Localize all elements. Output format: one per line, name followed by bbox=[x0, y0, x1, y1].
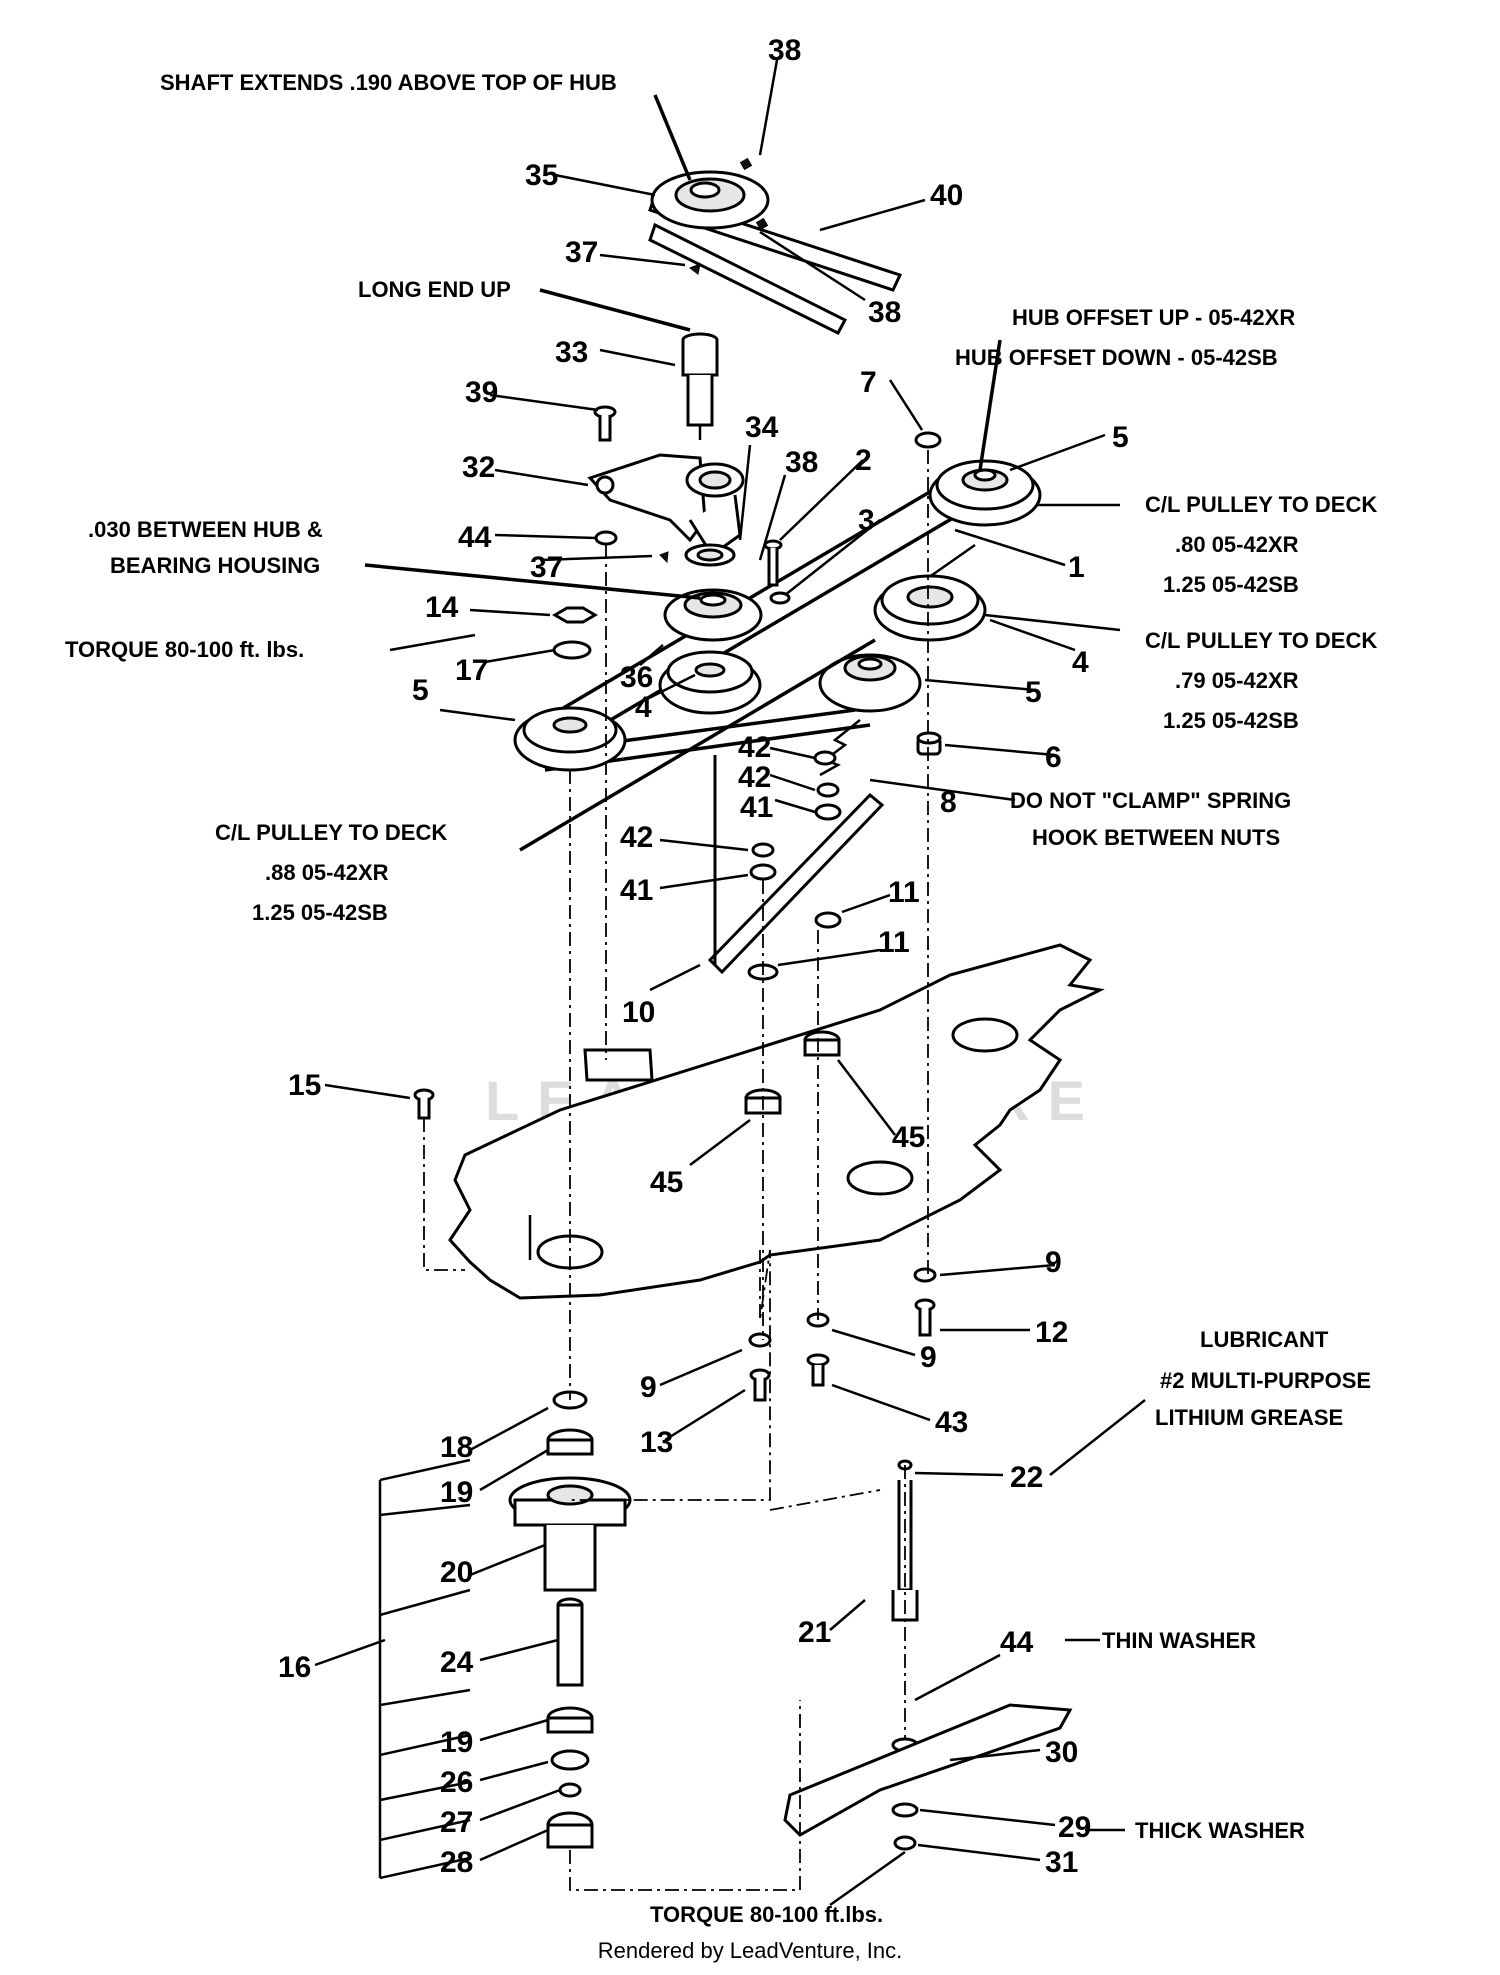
part-number-5: 5 bbox=[1025, 676, 1042, 709]
part-number-11: 11 bbox=[888, 876, 920, 909]
part-number-28: 28 bbox=[440, 1846, 473, 1879]
part-number-10: 10 bbox=[622, 996, 655, 1029]
note-cl-pulley-left-sb: 1.25 05-42SB bbox=[252, 900, 388, 925]
part-number-27: 27 bbox=[440, 1806, 473, 1839]
part-number-26: 26 bbox=[440, 1766, 473, 1799]
bolt-39-drawing bbox=[593, 405, 617, 442]
part-number-45: 45 bbox=[892, 1121, 925, 1154]
note-cl-pulley-left-xr: .88 05-42XR bbox=[265, 860, 389, 885]
note-cl-pulley-4-title: C/L PULLEY TO DECK bbox=[1145, 628, 1377, 653]
part-number-24: 24 bbox=[440, 1646, 474, 1679]
part-number-39: 39 bbox=[465, 376, 498, 409]
part-number-42: 42 bbox=[738, 761, 771, 794]
part-number-7: 7 bbox=[860, 366, 877, 399]
part-number-6: 6 bbox=[1045, 741, 1062, 774]
note-spring-1: DO NOT "CLAMP" SPRING bbox=[1010, 788, 1291, 813]
part-number-30: 30 bbox=[1045, 1736, 1078, 1769]
part-number-8: 8 bbox=[940, 786, 957, 819]
part-number-31: 31 bbox=[1045, 1846, 1078, 1879]
part-number-3: 3 bbox=[858, 504, 875, 537]
part-number-4: 4 bbox=[635, 691, 652, 724]
drive-arm-drawing bbox=[648, 157, 903, 335]
part-numbers: 38 35 40 37 38 33 39 7 5 32 34 38 2 3 44… bbox=[278, 34, 1129, 1879]
part-number-38: 38 bbox=[868, 296, 901, 329]
leader-lines bbox=[314, 59, 1146, 1907]
note-cl-pulley-5-sb: 1.25 05-42SB bbox=[1163, 572, 1299, 597]
pulleys-drawing bbox=[513, 431, 1042, 772]
part-number-4: 4 bbox=[1072, 646, 1089, 679]
part-number-37: 37 bbox=[565, 236, 598, 269]
note-cl-pulley-5-xr: .80 05-42XR bbox=[1175, 532, 1299, 557]
part-number-44: 44 bbox=[1000, 1626, 1034, 1659]
part-number-17: 17 bbox=[455, 654, 488, 687]
part-number-38: 38 bbox=[785, 446, 818, 479]
part-number-13: 13 bbox=[640, 1426, 673, 1459]
note-spring-2: HOOK BETWEEN NUTS bbox=[1032, 825, 1280, 850]
part-number-5: 5 bbox=[1112, 421, 1129, 454]
part-number-35: 35 bbox=[525, 159, 558, 192]
part-number-9: 9 bbox=[920, 1341, 937, 1374]
belts-drawing bbox=[539, 478, 1121, 772]
note-hub-offset-up: HUB OFFSET UP - 05-42XR bbox=[1012, 305, 1295, 330]
part-number-14: 14 bbox=[425, 591, 459, 624]
note-cl-pulley-left-title: C/L PULLEY TO DECK bbox=[215, 820, 447, 845]
part-number-22: 22 bbox=[1010, 1461, 1043, 1494]
bracket-drawing bbox=[587, 453, 745, 558]
note-shaft-extends: SHAFT EXTENDS .190 ABOVE TOP OF HUB bbox=[160, 70, 617, 95]
part-number-45: 45 bbox=[650, 1166, 683, 1199]
part-number-18: 18 bbox=[440, 1431, 473, 1464]
callout-notes: SHAFT EXTENDS .190 ABOVE TOP OF HUB LONG… bbox=[65, 70, 1377, 1927]
note-torque-top: TORQUE 80-100 ft. lbs. bbox=[65, 637, 304, 662]
part-number-16: 16 bbox=[278, 1651, 311, 1684]
note-cl-pulley-4-xr: .79 05-42XR bbox=[1175, 668, 1299, 693]
part-number-33: 33 bbox=[555, 336, 588, 369]
deck-plate-drawing bbox=[448, 943, 1105, 1300]
part-number-34: 34 bbox=[745, 411, 779, 444]
note-lubricant-2: #2 MULTI-PURPOSE bbox=[1160, 1368, 1371, 1393]
part-number-1: 1 bbox=[1068, 551, 1085, 584]
part-number-21: 21 bbox=[798, 1616, 831, 1649]
part-number-32: 32 bbox=[462, 451, 495, 484]
part-number-12: 12 bbox=[1035, 1316, 1068, 1349]
note-lubricant-1: LUBRICANT bbox=[1200, 1327, 1329, 1352]
spindle-assembly-drawing bbox=[508, 1390, 632, 1849]
part-number-44: 44 bbox=[458, 521, 492, 554]
part-number-9: 9 bbox=[1045, 1246, 1062, 1279]
part-number-38: 38 bbox=[768, 34, 801, 67]
part-number-11: 11 bbox=[878, 926, 910, 959]
part-number-15: 15 bbox=[288, 1069, 321, 1102]
footer-credit: Rendered by LeadVenture, Inc. bbox=[597, 1938, 903, 1963]
part-number-29: 29 bbox=[1058, 1811, 1091, 1844]
note-long-end-up: LONG END UP bbox=[358, 277, 511, 302]
note-torque-bottom: TORQUE 80-100 ft.lbs. bbox=[650, 1902, 883, 1927]
part-number-42: 42 bbox=[620, 821, 653, 854]
note-cl-pulley-4-sb: 1.25 05-42SB bbox=[1163, 708, 1299, 733]
note-lubricant-3: LITHIUM GREASE bbox=[1155, 1405, 1343, 1430]
part-number-2: 2 bbox=[855, 444, 872, 477]
note-thick-washer: THICK WASHER bbox=[1135, 1818, 1305, 1843]
part-number-5: 5 bbox=[412, 674, 429, 707]
part-number-41: 41 bbox=[740, 791, 773, 824]
note-hub-offset-down: HUB OFFSET DOWN - 05-42SB bbox=[955, 345, 1278, 370]
note-hub-bearing-2: BEARING HOUSING bbox=[110, 553, 320, 578]
part-number-20: 20 bbox=[440, 1556, 473, 1589]
part-number-19: 19 bbox=[440, 1726, 473, 1759]
part-number-37: 37 bbox=[530, 551, 563, 584]
part-number-40: 40 bbox=[930, 179, 963, 212]
note-thin-washer: THIN WASHER bbox=[1102, 1628, 1256, 1653]
part-number-9: 9 bbox=[640, 1371, 657, 1404]
part-number-41: 41 bbox=[620, 874, 653, 907]
part-number-19: 19 bbox=[440, 1476, 473, 1509]
part-number-36: 36 bbox=[620, 661, 653, 694]
note-hub-bearing-1: .030 BETWEEN HUB & bbox=[88, 517, 323, 542]
drawing bbox=[314, 59, 1146, 1907]
note-cl-pulley-5-title: C/L PULLEY TO DECK bbox=[1145, 492, 1377, 517]
idler-arm-drawing bbox=[707, 719, 885, 981]
part-number-42: 42 bbox=[738, 731, 771, 764]
shaft-drawing bbox=[681, 332, 719, 440]
assembly-16-bracket bbox=[378, 1458, 471, 1880]
part-number-43: 43 bbox=[935, 1406, 968, 1439]
center-lines bbox=[423, 450, 929, 1891]
